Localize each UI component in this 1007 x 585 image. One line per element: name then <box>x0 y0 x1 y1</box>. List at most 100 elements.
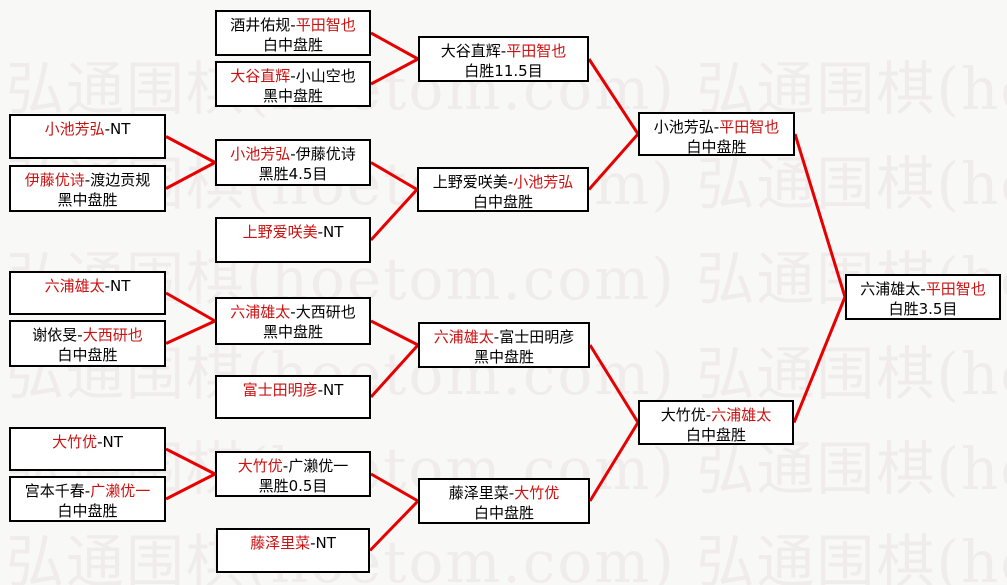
player-2: 渡边贡规 <box>90 171 151 189</box>
match-players: 六浦雄太-大西研也 <box>217 302 369 322</box>
match-players: 六浦雄太-NT <box>11 276 164 296</box>
match-box-13: 上野爱咲美-小池芳弘白中盘胜 <box>417 167 589 212</box>
player-separator: - <box>500 42 507 60</box>
player-1: 大谷直辉 <box>440 42 501 60</box>
player-1: 六浦雄太 <box>230 303 291 321</box>
match-result: 黑中盘胜 <box>57 191 118 209</box>
player-separator: - <box>84 171 91 189</box>
player-2: 伊藤优诗 <box>295 145 356 163</box>
match-players: 藤泽里菜-大竹优 <box>420 483 588 503</box>
match-result: 黑胜4.5目 <box>258 165 328 183</box>
player-separator: - <box>104 120 111 138</box>
match-box-16: 小池芳弘-平田智也白中盘胜 <box>638 112 795 156</box>
player-separator: - <box>317 381 324 399</box>
player-1: 富士田明彦 <box>242 381 318 399</box>
match-box-3: 伊藤优诗-渡边贡规黑中盘胜 <box>9 165 166 212</box>
player-2: 平田智也 <box>506 42 567 60</box>
player-2: 广濑优一 <box>288 457 349 475</box>
match-box-10: 藤泽里菜-NT <box>216 528 370 573</box>
match-players: 酒井佑规-平田智也 <box>217 15 369 35</box>
player-2: 平田智也 <box>719 118 780 136</box>
player-2: NT <box>323 223 344 241</box>
player-1: 谢依旻 <box>32 326 78 344</box>
match-players: 上野爱咲美-NT <box>217 222 369 242</box>
connector-line <box>368 499 420 552</box>
player-1: 藤泽里菜 <box>250 534 311 552</box>
match-box-11: 大谷直辉-平田智也白胜11.5目 <box>418 36 589 82</box>
connector-line <box>588 421 640 502</box>
player-separator: - <box>317 223 324 241</box>
match-players: 大谷直辉-平田智也 <box>420 41 587 61</box>
match-result: 白中盘胜 <box>686 138 747 156</box>
player-2: NT <box>323 381 344 399</box>
match-players: 伊藤优诗-渡边贡规 <box>11 170 164 190</box>
watermark-text: 弘通围棋(hoetom.com) 弘通围棋(hoetom.com) <box>6 528 1007 585</box>
player-separator: - <box>507 173 514 191</box>
connector-line <box>369 188 419 242</box>
match-box-17: 六浦雄太-富士田明彦黑中盘胜 <box>418 322 590 368</box>
match-players: 小池芳弘-伊藤优诗 <box>217 144 369 164</box>
connector-line <box>793 133 847 298</box>
connector-line <box>369 343 420 399</box>
match-box-20: 六浦雄太-平田智也白胜3.5目 <box>845 274 1001 320</box>
match-box-8: 大竹优-NT <box>9 427 166 471</box>
match-result: 黑中盘胜 <box>262 87 323 105</box>
match-result: 白胜11.5目 <box>464 62 543 80</box>
player-separator: - <box>713 118 720 136</box>
match-players: 大竹优-NT <box>11 432 164 452</box>
player-1: 大竹优 <box>52 433 98 451</box>
connector-line <box>370 31 419 61</box>
player-1: 六浦雄太 <box>433 328 494 346</box>
match-box-7: 富士田明彦-NT <box>215 375 371 419</box>
match-result: 黑胜0.5目 <box>258 477 328 495</box>
match-result: 白胜3.5目 <box>888 300 958 318</box>
match-box-4: 上野爱咲美-NT <box>215 217 371 263</box>
player-2: 小山空也 <box>295 67 356 85</box>
match-box-15: 大竹优-广濑优一黑胜0.5目 <box>215 451 371 497</box>
player-1: 小池芳弘 <box>653 118 714 136</box>
match-players: 小池芳弘-平田智也 <box>640 117 793 137</box>
player-2: 广濑优一 <box>90 482 151 500</box>
match-players: 宫本千春-广濑优一 <box>11 481 164 501</box>
connector-line <box>792 296 847 424</box>
player-2: 小池芳弘 <box>513 173 574 191</box>
match-players: 藤泽里菜-NT <box>218 533 368 553</box>
connector-line <box>587 133 640 191</box>
connector-line <box>588 344 640 424</box>
match-result: 白中盘胜 <box>57 346 118 364</box>
connector-line <box>165 447 216 476</box>
connector-line <box>165 161 216 190</box>
player-1: 小池芳弘 <box>230 145 291 163</box>
player-2: 大西研也 <box>295 303 356 321</box>
player-2: 大西研也 <box>82 326 143 344</box>
player-separator: - <box>920 280 926 298</box>
player-1: 大竹优 <box>237 457 283 475</box>
player-2: 六浦雄太 <box>711 406 772 424</box>
player-1: 大谷直辉 <box>230 67 291 85</box>
match-players: 富士田明彦-NT <box>217 380 369 400</box>
match-box-12: 小池芳弘-伊藤优诗黑胜4.5目 <box>215 139 371 186</box>
match-box-14: 六浦雄太-大西研也黑中盘胜 <box>215 297 371 345</box>
match-players: 大谷直辉-小山空也 <box>217 66 369 86</box>
connector-line <box>165 472 216 501</box>
match-players: 大竹优-六浦雄太 <box>640 405 792 425</box>
match-box-6: 谢依旻-大西研也白中盘胜 <box>9 320 166 367</box>
player-1: 伊藤优诗 <box>24 171 85 189</box>
connector-line <box>587 58 640 135</box>
connector-line <box>165 135 216 164</box>
player-separator: - <box>290 67 296 85</box>
match-box-5: 六浦雄太-NT <box>9 271 166 315</box>
match-box-1: 大谷直辉-小山空也黑中盘胜 <box>215 61 371 107</box>
match-result: 黑中盘胜 <box>473 348 534 366</box>
player-separator: - <box>290 145 296 163</box>
connector-line <box>370 472 419 503</box>
match-result: 白中盘胜 <box>57 502 118 520</box>
player-separator: - <box>493 328 500 346</box>
match-players: 上野爱咲美-小池芳弘 <box>419 172 587 192</box>
player-1: 上野爱咲美 <box>432 173 508 191</box>
player-separator: - <box>290 303 296 321</box>
player-separator: - <box>705 406 712 424</box>
player-separator: - <box>282 457 289 475</box>
